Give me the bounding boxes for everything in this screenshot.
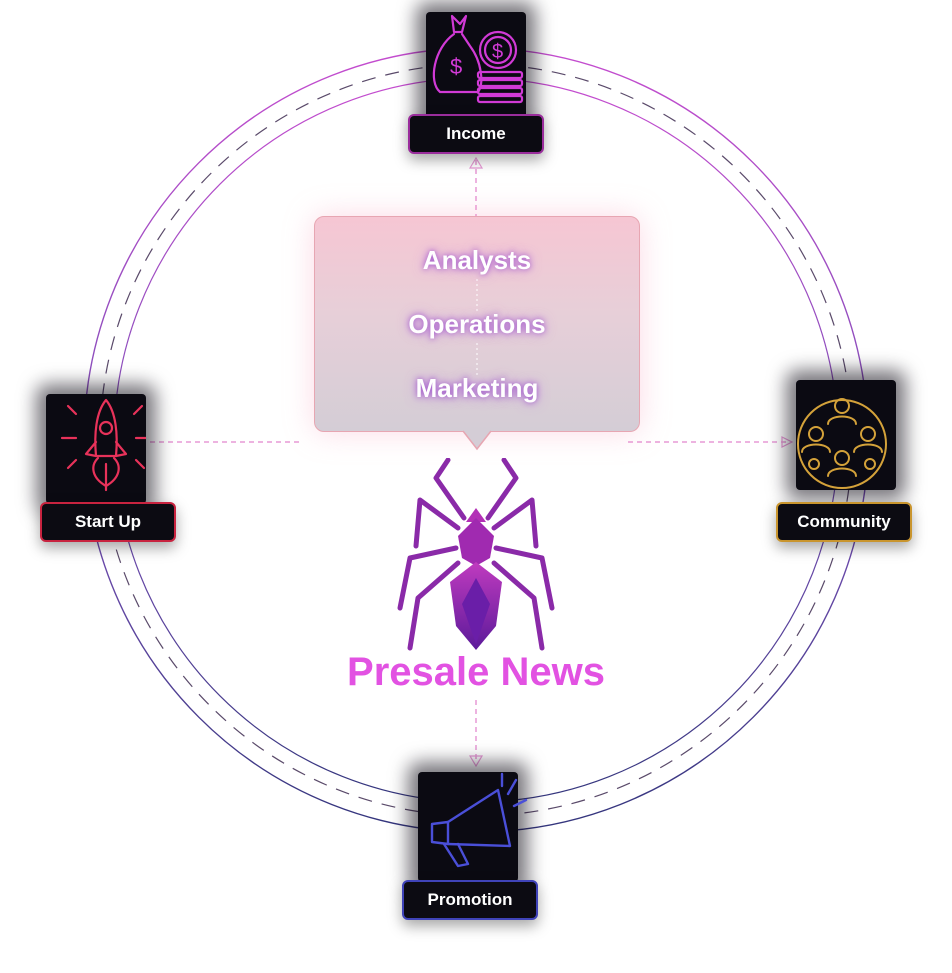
promotion-node bbox=[418, 772, 528, 882]
community-icon bbox=[797, 398, 887, 489]
community-node bbox=[796, 380, 896, 490]
roles-box: Analysts Operations Marketing bbox=[314, 216, 640, 451]
role-analysts: Analysts bbox=[422, 245, 532, 275]
megaphone-icon bbox=[430, 772, 528, 868]
svg-text:$: $ bbox=[450, 54, 462, 79]
spider-logo bbox=[397, 458, 555, 651]
money-bag-icon: $ $ bbox=[432, 14, 524, 104]
arrow-community bbox=[781, 436, 794, 448]
presale-news-title: Presale News bbox=[347, 650, 605, 694]
role-marketing: Marketing bbox=[415, 373, 539, 403]
community-label: Community bbox=[776, 502, 912, 542]
role-operations: Operations bbox=[408, 309, 546, 339]
income-node: $ $ bbox=[426, 12, 526, 122]
roles-connectors bbox=[462, 279, 492, 451]
arrow-income bbox=[468, 156, 484, 169]
rocket-icon bbox=[60, 398, 146, 492]
startup-label: Start Up bbox=[40, 502, 176, 542]
promotion-label: Promotion bbox=[402, 880, 538, 920]
startup-node bbox=[46, 394, 146, 504]
arrow-promotion bbox=[468, 755, 484, 768]
svg-text:$: $ bbox=[492, 41, 503, 63]
income-label: Income bbox=[408, 114, 544, 154]
